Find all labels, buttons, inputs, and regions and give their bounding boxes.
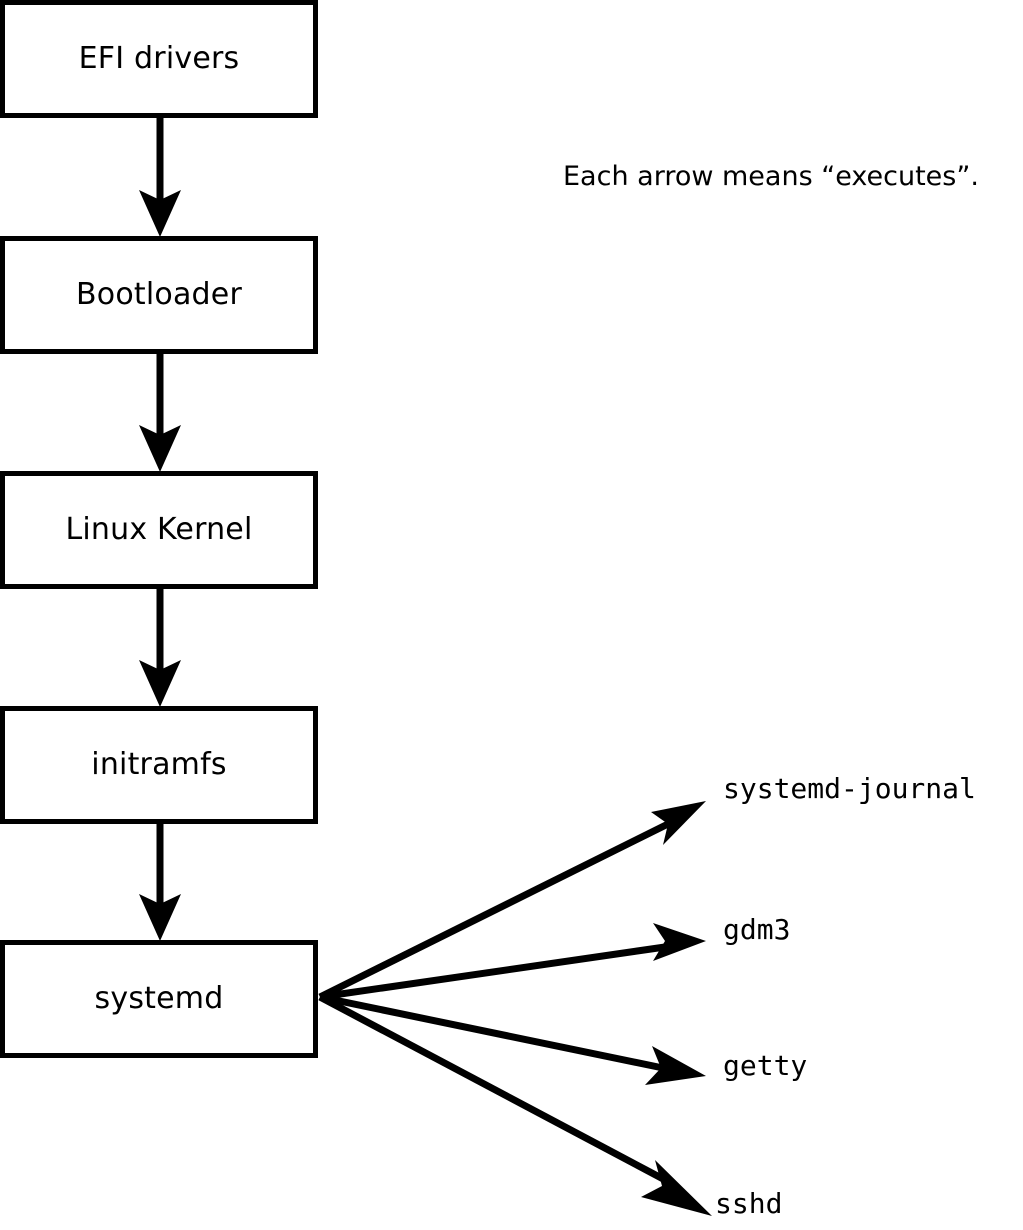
edge-systemd-to-journal [318,801,706,1001]
node-initramfs[interactable]: initramfs [0,706,318,824]
node-label: Linux Kernel [65,512,253,547]
leaf-label-getty: getty [723,1049,808,1082]
leaf-label-systemd-journal: systemd-journal [723,772,976,805]
node-efi-drivers[interactable]: EFI drivers [0,0,318,118]
edge-systemd-to-gdm3 [319,923,706,1001]
edge-bootloader-to-kernel [139,353,181,472]
node-bootloader[interactable]: Bootloader [0,236,318,354]
node-label: initramfs [91,747,227,782]
leaf-label-gdm3: gdm3 [723,913,791,946]
annotation-arrow-meaning: Each arrow means “executes”. [563,161,979,192]
edge-kernel-to-initramfs [139,588,181,707]
node-label: EFI drivers [78,41,240,76]
node-label: Bootloader [76,277,242,312]
edge-systemd-to-sshd [318,993,712,1216]
leaf-label-sshd: sshd [715,1187,783,1220]
edge-efi-to-bootloader [139,118,181,237]
edge-initramfs-to-systemd [139,823,181,941]
node-label: systemd [94,981,224,1016]
node-linux-kernel[interactable]: Linux Kernel [0,471,318,589]
node-systemd[interactable]: systemd [0,940,318,1058]
edge-systemd-to-getty [319,993,706,1085]
